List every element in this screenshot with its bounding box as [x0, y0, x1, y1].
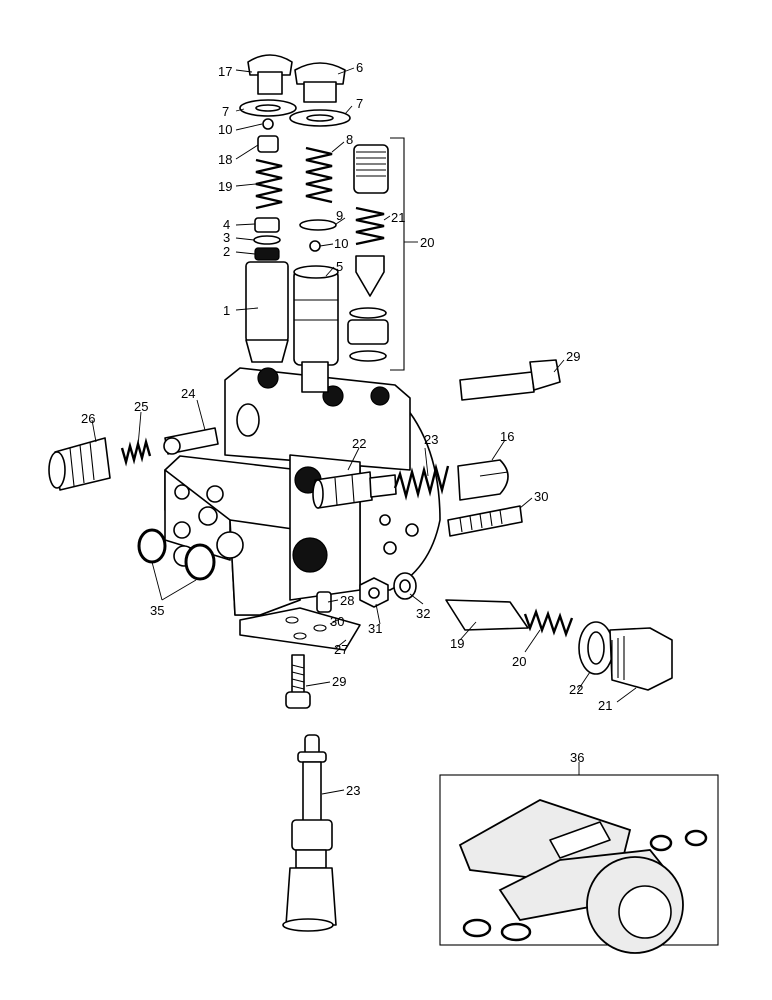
callout-34: 32 — [416, 606, 430, 621]
callout-labels: 17 6 7 7 10 8 18 19 4 9 21 3 20 10 2 5 1… — [81, 60, 612, 798]
callout-17: 23 — [424, 432, 438, 447]
callout-30: 30 — [330, 614, 344, 629]
spool-16-group — [312, 459, 509, 509]
callout-10-lower: 10 — [334, 236, 348, 251]
callout-7-left: 7 — [222, 104, 229, 119]
o-rings-35 — [137, 528, 216, 581]
callout-10-upper: 10 — [218, 122, 232, 137]
leader-lines — [91, 67, 637, 795]
relief-valve-group — [445, 599, 673, 691]
callout-4: 4 — [223, 217, 230, 232]
callout-29: 29 — [332, 674, 346, 689]
callout-21: 21 — [598, 698, 612, 713]
callout-19: 19 — [450, 636, 464, 651]
callout-5: 5 — [336, 259, 343, 274]
left-stack — [239, 54, 297, 363]
callout-13: 19 — [218, 179, 232, 194]
gasket-kit-36 — [439, 762, 719, 954]
callout-22: 22 — [569, 682, 583, 697]
screw-29 — [285, 654, 311, 709]
callout-14: 20 — [420, 235, 434, 250]
stud-32 — [447, 505, 523, 537]
callout-16: 22 — [352, 436, 366, 451]
spool-23 — [282, 734, 337, 932]
callout-12: 18 — [218, 152, 232, 167]
callout-18: 16 — [500, 429, 514, 444]
callout-28: 28 — [340, 593, 354, 608]
callout-35: 35 — [150, 603, 164, 618]
callout-11: 17 — [218, 64, 232, 79]
callout-8: 8 — [346, 132, 353, 147]
bolt-31 — [459, 359, 561, 401]
callout-7-right: 7 — [356, 96, 363, 111]
base-plate — [239, 591, 361, 651]
middle-stack — [289, 62, 351, 393]
callout-27: 27 — [334, 642, 348, 657]
callout-26: 26 — [81, 411, 95, 426]
callout-24: 24 — [181, 386, 195, 401]
nut-washer — [359, 572, 417, 608]
callout-31: 29 — [566, 349, 580, 364]
callout-33: 31 — [368, 621, 382, 636]
callout-2: 2 — [223, 244, 230, 259]
callout-23: 23 — [346, 783, 360, 798]
left-plug-group — [48, 427, 219, 491]
callout-20: 20 — [512, 654, 526, 669]
valve-body — [164, 367, 441, 616]
callout-3: 3 — [223, 230, 230, 245]
callout-25: 25 — [134, 399, 148, 414]
callout-1: 1 — [223, 303, 230, 318]
group-14-stack — [347, 137, 418, 371]
callout-6: 6 — [356, 60, 363, 75]
callout-32: 30 — [534, 489, 548, 504]
callout-36: 36 — [570, 750, 584, 765]
callout-15: 21 — [391, 210, 405, 225]
callout-9: 9 — [336, 208, 343, 223]
